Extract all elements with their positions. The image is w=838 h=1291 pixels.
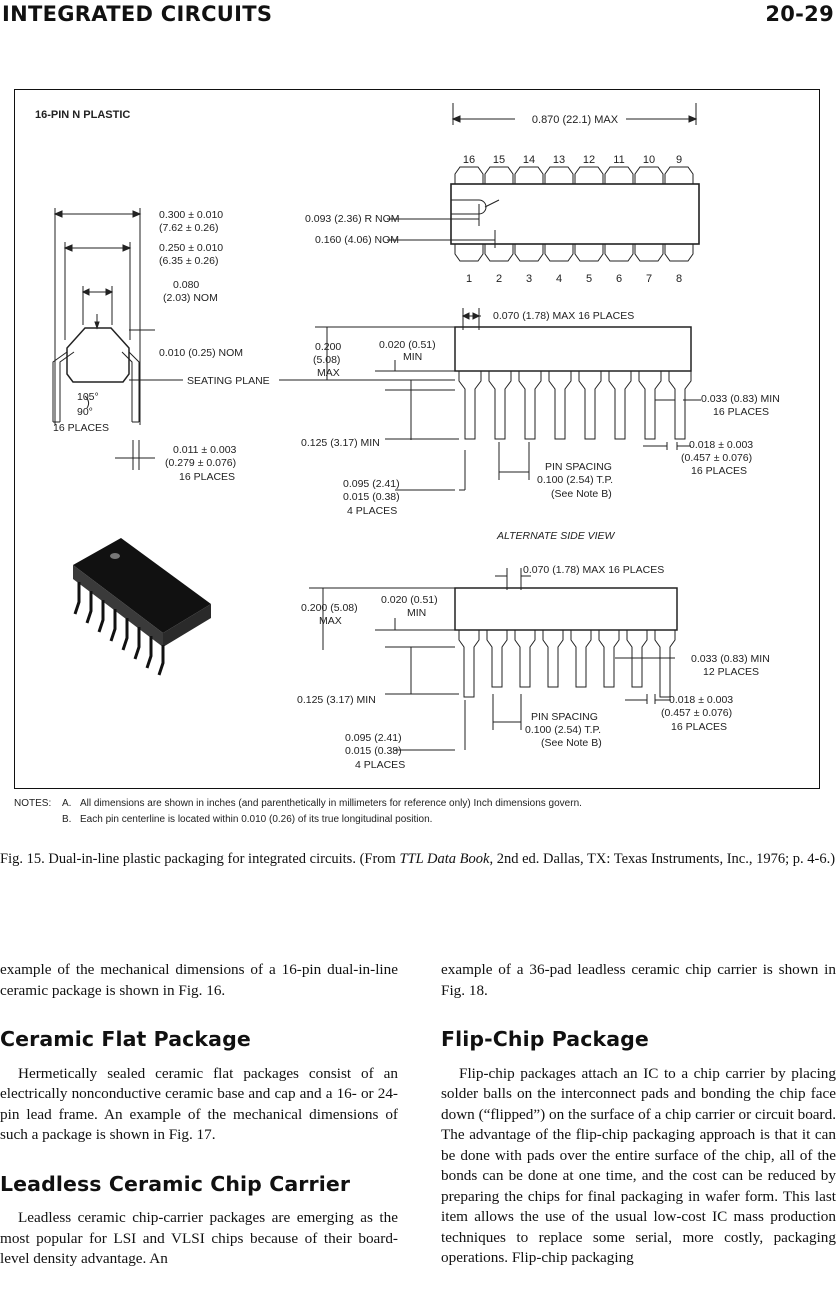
- dim-label: 0.020 (0.51): [379, 339, 436, 351]
- paragraph: Hermetically sealed ceramic flat package…: [0, 1064, 398, 1144]
- dim-label: 16 PLACES: [713, 406, 769, 418]
- dim-label: PIN SPACING: [545, 461, 612, 473]
- pin-number: 10: [643, 154, 655, 166]
- dim-label: MIN: [407, 607, 426, 619]
- caption-source-title: TTL Data Book: [399, 851, 490, 867]
- dip-chip-illustration: [73, 538, 211, 676]
- pin-number: 11: [613, 154, 624, 166]
- pin-number: 1: [466, 273, 472, 285]
- paragraph: Flip-chip packages attach an IC to a chi…: [441, 1064, 836, 1267]
- dim-label: (0.279 ± 0.076): [165, 457, 236, 469]
- pin-number: 6: [616, 273, 622, 285]
- dim-label: 0.033 (0.83) MIN: [701, 393, 780, 405]
- dim-label: 0.018 ± 0.003: [689, 439, 753, 451]
- dim-label: (2.03) NOM: [163, 292, 218, 304]
- dip-package-drawing: 16-PIN N PLASTIC 0.870 (22.1) MAX 16 15 …: [35, 103, 780, 771]
- dim-label: 4 PLACES: [355, 759, 405, 771]
- pin-number: 3: [526, 273, 532, 285]
- dim-label: 105°: [77, 391, 99, 403]
- note-key: B.: [62, 814, 72, 825]
- pin-number: 12: [583, 154, 595, 166]
- paragraph: Leadless ceramic chip-carrier packages a…: [0, 1209, 398, 1267]
- dim-label: (0.457 ± 0.076): [661, 707, 732, 719]
- dim-label: 0.200 (5.08): [301, 602, 358, 614]
- dim-label: (6.35 ± 0.26): [159, 255, 218, 267]
- figure-15-frame: 16-PIN N PLASTIC 0.870 (22.1) MAX 16 15 …: [14, 89, 820, 789]
- dim-label: 0.250 ± 0.010: [159, 242, 223, 254]
- dim-label: 0.100 (2.54) T.P.: [537, 474, 613, 486]
- dim-label: 12 PLACES: [703, 666, 759, 678]
- dim-label: 90°: [77, 406, 93, 418]
- side-view-leads: [458, 371, 692, 440]
- paragraph: example of a 36-pad leadless ceramic chi…: [441, 961, 836, 999]
- dim-label: (See Note B): [551, 488, 612, 500]
- dim-label: (7.62 ± 0.26): [159, 222, 218, 234]
- package-label: 16-PIN N PLASTIC: [35, 109, 130, 121]
- figure-caption: Fig. 15. Dual-in-line plastic packaging …: [0, 850, 836, 869]
- pin-number: 7: [646, 273, 652, 285]
- notch-depth-label: 0.160 (4.06) NOM: [315, 234, 399, 246]
- right-column: example of a 36-pad leadless ceramic chi…: [441, 960, 836, 1269]
- dim-label: 0.020 (0.51): [381, 594, 438, 606]
- dim-label: MAX: [317, 367, 340, 379]
- section-heading: Flip-Chip Package: [441, 1027, 649, 1051]
- dim-label: (5.08): [313, 354, 340, 366]
- pin-number: 16: [463, 154, 475, 166]
- dim-label: 0.010 (0.25) NOM: [159, 347, 243, 359]
- dim-label: 16 PLACES: [691, 465, 747, 477]
- dim-label: (See Note B): [541, 737, 602, 749]
- dim-label: 0.125 (3.17) MIN: [301, 437, 380, 449]
- pin-number: 4: [556, 273, 562, 285]
- running-header-title: INTEGRATED CIRCUITS: [2, 2, 273, 26]
- section-heading: Ceramic Flat Package: [0, 1027, 251, 1051]
- paragraph: example of the mechanical dimensions of …: [0, 961, 398, 999]
- note-text: All dimensions are shown in inches (and …: [80, 798, 582, 809]
- alternate-view-title: ALTERNATE SIDE VIEW: [496, 530, 616, 542]
- dim-label: 16 PLACES: [179, 471, 235, 483]
- pin-number: 2: [496, 273, 502, 285]
- top-pin-row: [454, 166, 694, 184]
- dim-label: 4 PLACES: [347, 505, 397, 517]
- dim-label: (0.457 ± 0.076): [681, 452, 752, 464]
- dim-label: 16 PLACES: [671, 721, 727, 733]
- note-text: Each pin centerline is located within 0.…: [80, 814, 433, 825]
- dim-label: 0.033 (0.83) MIN: [691, 653, 770, 665]
- caption-suffix: , 2nd ed. Dallas, TX: Texas Instruments,…: [489, 851, 836, 867]
- dim-label: 0.200: [315, 341, 341, 353]
- dim-label: 0.018 ± 0.003: [669, 694, 733, 706]
- dim-label: MIN: [403, 351, 422, 363]
- pin-number: 9: [676, 154, 682, 166]
- notes-label: NOTES:: [14, 798, 52, 809]
- alternate-side-leads: [458, 630, 676, 698]
- page-number: 20-29: [765, 2, 834, 26]
- dim-label: PIN SPACING: [531, 711, 598, 723]
- dim-label: 0.300 ± 0.010: [159, 209, 223, 221]
- dim-label: 0.095 (2.41): [343, 478, 400, 490]
- dim-label: 0.080: [173, 279, 199, 291]
- pin-number: 5: [586, 273, 592, 285]
- pin-number: 15: [493, 154, 505, 166]
- dim-label: MAX: [319, 615, 342, 627]
- dim-label: 0.070 (1.78) MAX 16 PLACES: [493, 310, 634, 322]
- dim-label: 0.011 ± 0.003: [173, 444, 237, 456]
- dim-label: 0.095 (2.41): [345, 732, 402, 744]
- dim-label: 0.100 (2.54) T.P.: [525, 724, 601, 736]
- note-key: A.: [62, 798, 72, 809]
- bottom-pin-row: [454, 244, 694, 262]
- section-heading: Leadless Ceramic Chip Carrier: [0, 1171, 351, 1196]
- notch-radius-label: 0.093 (2.36) R NOM: [305, 213, 400, 225]
- pin-number: 13: [553, 154, 565, 166]
- pin-number: 14: [523, 154, 535, 166]
- dim-label: 16 PLACES: [53, 422, 109, 434]
- dim-label: 0.015 (0.38): [343, 491, 400, 503]
- dim-label: 0.070 (1.78) MAX 16 PLACES: [523, 564, 664, 576]
- length-dim-label: 0.870 (22.1) MAX: [532, 114, 619, 126]
- dim-label: 0.015 (0.38): [345, 745, 402, 757]
- left-column: example of the mechanical dimensions of …: [0, 960, 398, 1270]
- caption-prefix: Fig. 15. Dual-in-line plastic packaging …: [0, 851, 400, 867]
- pin-number: 8: [676, 273, 682, 285]
- seating-plane-label: SEATING PLANE: [187, 375, 270, 387]
- dim-label: 0.125 (3.17) MIN: [297, 694, 376, 706]
